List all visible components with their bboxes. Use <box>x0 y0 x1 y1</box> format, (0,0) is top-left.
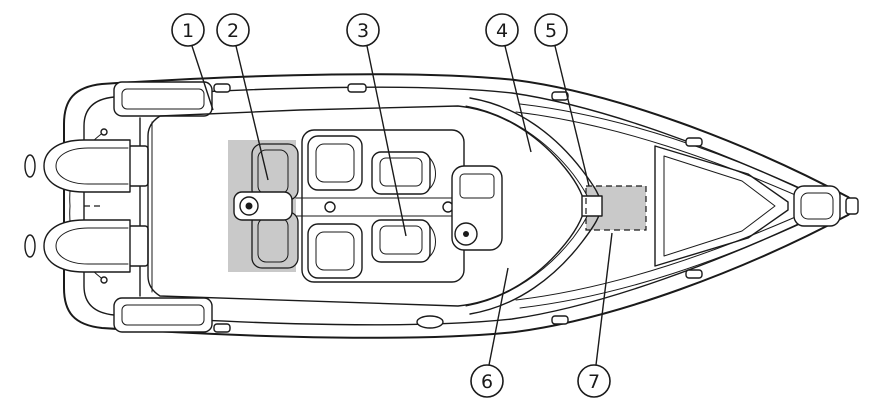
bow-step-dashed-outline <box>585 185 647 231</box>
rigging-end-bottom <box>100 276 108 284</box>
callout-number-1: 1 <box>182 20 194 42</box>
leader-line-7 <box>595 232 613 366</box>
helm-seat-bottom-cushion <box>379 225 423 255</box>
leader-line-2 <box>235 45 269 181</box>
motor-prop-top <box>24 154 36 178</box>
console-dashboard <box>459 173 495 199</box>
callout-circle-7 <box>577 364 611 398</box>
bow-rail-top-outer <box>519 103 827 201</box>
walkthrough-step <box>581 195 603 217</box>
rigging-end-top <box>100 128 108 136</box>
leader-line-4 <box>504 45 532 153</box>
callout-number-7: 7 <box>588 371 600 393</box>
swim-platform-starboard-inner <box>121 304 205 326</box>
cleat-fwd-bottom <box>551 315 569 325</box>
callout-4: 4 <box>485 13 532 153</box>
sun-pad-inner <box>663 155 776 257</box>
steering-wheel-hub <box>463 231 469 237</box>
callouts: 1 2 3 4 5 6 7 <box>171 13 613 398</box>
windshield <box>465 97 647 315</box>
callout-1: 1 <box>171 13 214 111</box>
callout-number-6: 6 <box>481 371 493 393</box>
motor-bracket-bottom <box>127 225 149 267</box>
ski-pylon-post <box>245 202 253 210</box>
stern-section <box>24 81 213 333</box>
callout-circle-1 <box>171 13 205 47</box>
swim-platform-port-inner <box>121 88 205 110</box>
cleat-fwd-top <box>551 91 569 101</box>
callout-number-3: 3 <box>357 20 369 42</box>
deck-hardware <box>213 83 703 333</box>
callout-2: 2 <box>216 13 269 181</box>
bow-rail-bottom-inner <box>515 206 819 301</box>
bow-hatch <box>793 185 841 227</box>
deck-fitting-bottom <box>416 315 444 329</box>
motor-cowling-bottom-inner <box>55 227 129 265</box>
companion-seat-bottom <box>307 223 363 279</box>
swim-platform-port <box>113 81 213 117</box>
bow-roller <box>845 197 859 215</box>
foredeck <box>515 103 859 309</box>
leader-line-3 <box>366 45 407 237</box>
callout-circle-6 <box>470 364 504 398</box>
callout-circle-5 <box>534 13 568 47</box>
callout-circle-3 <box>346 13 380 47</box>
motor-prop-bottom <box>24 234 36 258</box>
motor-bracket-top <box>127 145 149 187</box>
helm-seat-top-backrest <box>427 155 436 191</box>
callout-number-5: 5 <box>545 20 557 42</box>
motor-cowling-top-inner <box>55 147 129 185</box>
swim-platform-starboard <box>113 297 213 333</box>
companion-seat-bottom-cushion <box>315 231 355 271</box>
callout-number-4: 4 <box>496 20 508 42</box>
leader-line-6 <box>488 267 509 366</box>
cockpit-liner <box>147 105 586 307</box>
helm-seat-bottom-backrest <box>427 223 436 259</box>
helm-seat-top <box>371 151 431 195</box>
companion-seat-top <box>307 135 363 191</box>
cleat-stern-top <box>213 83 231 93</box>
outboard-motor-top <box>24 139 149 193</box>
callout-number-2: 2 <box>227 20 239 42</box>
callout-circle-2 <box>216 13 250 47</box>
cup-holder-left <box>324 201 336 213</box>
cleat-bow-top <box>685 137 703 147</box>
cockpit-furniture <box>233 129 503 283</box>
helm-seat-bottom <box>371 219 431 263</box>
leader-line-1 <box>191 45 214 111</box>
bow-rail-bottom-outer <box>519 211 827 309</box>
helm-seat-top-cushion <box>379 157 423 187</box>
leader-line-5 <box>554 45 590 187</box>
cleat-bow-bottom <box>685 269 703 279</box>
callout-circle-4 <box>485 13 519 47</box>
outboard-motor-bottom <box>24 219 149 273</box>
hull-outer-line <box>63 73 856 339</box>
cleat-mid-top <box>347 83 367 93</box>
ski-pylon-base <box>233 191 293 221</box>
bow-hatch-inner <box>800 192 834 220</box>
callout-5: 5 <box>534 13 590 187</box>
bow-rail-top-inner <box>515 111 819 206</box>
ski-pylon-ring <box>239 196 259 216</box>
callout-6: 6 <box>470 267 509 398</box>
callout-3: 3 <box>346 13 407 237</box>
sun-pad-outline <box>654 145 789 267</box>
companion-seat-top-cushion <box>315 143 355 183</box>
cleat-stern-bottom <box>213 323 231 333</box>
callout-7: 7 <box>577 232 613 398</box>
